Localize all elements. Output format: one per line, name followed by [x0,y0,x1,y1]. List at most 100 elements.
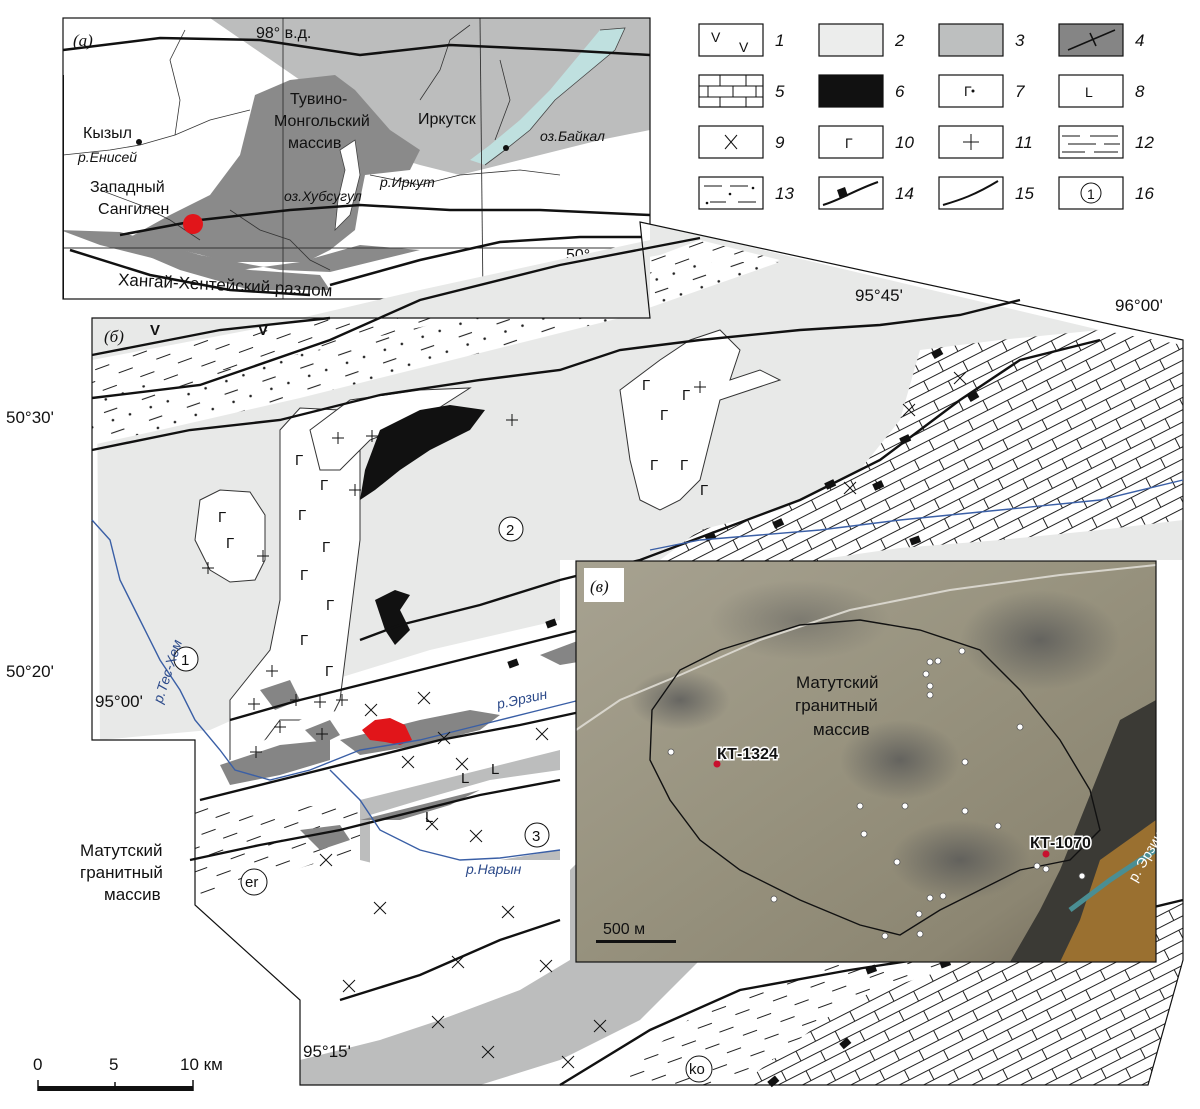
svg-text:L: L [425,809,433,826]
block-2-label: 2 [506,522,514,539]
matut-label-2: гранитный [80,863,163,882]
legend-num-15: 15 [1015,184,1034,203]
legend-num-13: 13 [775,184,794,203]
ko-label: ko [689,1061,705,1078]
kyzyl-label: Кызыл [83,125,132,142]
legend-num-8: 8 [1135,82,1145,101]
lake-baikal [470,28,625,165]
sample-kt1324-label: КТ-1324 [717,746,778,763]
lon-9600-label: 96°00' [1115,296,1163,315]
map-b-label: (б) [104,327,124,346]
west-sangilen-label-1: Западный [90,179,165,196]
svg-text:L: L [461,770,469,787]
legend-num-6: 6 [895,82,905,101]
west-sangilen-label-2: Сангилен [98,201,169,218]
svg-text:Г: Г [660,407,668,424]
v-symbol-2: V [258,322,268,339]
svg-text:Г: Г [326,597,334,614]
granite-x-marks [319,371,967,1069]
legend-num-5: 5 [775,82,785,101]
inset-c-title-1: Матутский [796,673,878,692]
lat-5030-label: 50°30' [6,408,54,427]
sample-kt1070-point [1042,850,1050,858]
legend-8-symbol: L [1085,84,1093,100]
legend-10-symbol: Г [845,135,853,151]
svg-text:L: L [491,761,499,778]
inset-c-title-2: гранитный [795,696,878,715]
inset-c-title-3: массив [813,720,870,739]
svg-text:Г: Г [300,632,308,649]
inset-c-scale-label: 500 м [603,921,645,938]
matut-label-3: массив [104,885,161,904]
svg-text:Г: Г [325,663,333,680]
scale-bar [37,1080,194,1091]
black-unit-ultramafic [360,405,485,500]
legend-16-symbol: 1 [1087,186,1095,202]
svg-text:Г: Г [226,535,234,552]
svg-text:Г: Г [218,509,226,526]
svg-text:Г: Г [300,567,308,584]
massif-label-2: Монгольский [274,113,370,130]
massif-label-1: Тувино- [290,91,347,108]
legend-num-2: 2 [894,31,905,50]
irkutsk-label: Иркутск [418,111,477,128]
legend-num-14: 14 [895,184,914,203]
granite-crosses [202,381,706,758]
svg-text:Г: Г [700,482,708,499]
enisei-label: р.Енисей [77,149,137,165]
v-symbol-1: V [150,322,160,339]
svg-text:Г: Г [680,457,688,474]
legend-7-symbol: Г [964,83,972,99]
inset-a-label: (а) [73,31,93,50]
irkut-label: р.Иркут [379,174,435,190]
naryn-river [329,769,561,861]
lat-5020-label: 50°20' [6,662,54,681]
inset-a-location-map [63,18,650,299]
legend-num-4: 4 [1135,31,1144,50]
legend: V V Г L Г 1 [698,23,1124,210]
lon-9545-label: 95°45' [855,286,903,305]
lon-9515-label: 95°15' [303,1042,351,1061]
svg-text:Г: Г [682,387,690,404]
irkutsk-point [503,145,509,151]
legend-num-12: 12 [1135,133,1154,152]
matut-label-1: Матутский [80,841,162,860]
khubsugul-label: оз.Хубсугул [284,188,362,204]
sample-kt1070-label: КТ-1070 [1030,835,1091,852]
naryn-label: р.Нарын [465,861,522,877]
massif-label-3: массив [288,135,341,152]
sample-kt1324-point [713,760,721,768]
west-sangilen-marker [183,214,203,234]
scale-0: 0 [33,1055,42,1074]
legend-num-11: 11 [1015,133,1033,152]
legend-v-1: V [711,29,721,45]
legend-num-16: 16 [1135,184,1154,203]
scale-10: 10 км [180,1055,223,1074]
legend-v-2: V [739,39,749,55]
inset-c-satellite [576,561,1156,962]
matut-granite-massif-red [362,718,412,745]
legend-num-1: 1 [775,31,784,50]
kyzyl-point [136,139,142,145]
inset-c-label: (в) [590,577,609,596]
svg-text:Г: Г [650,457,658,474]
baikal-label: оз.Байкал [540,128,605,144]
svg-text:Г: Г [320,477,328,494]
svg-text:Г: Г [295,452,303,469]
lon-9500-label: 95°00' [95,692,143,711]
legend-num-9: 9 [775,133,785,152]
legend-num-10: 10 [895,133,914,152]
legend-num-3: 3 [1015,31,1025,50]
block-3-label: 3 [532,828,540,845]
erzin-river [649,479,1184,551]
svg-text:Г: Г [642,377,650,394]
legend-num-7: 7 [1015,82,1025,101]
block-1-label: 1 [181,652,189,669]
svg-text:Г: Г [322,539,330,556]
er-label: er [245,874,258,891]
svg-text:Г: Г [298,507,306,524]
matut-massif-outline [649,619,1101,936]
meridian-label: 98° в.д. [256,25,311,42]
